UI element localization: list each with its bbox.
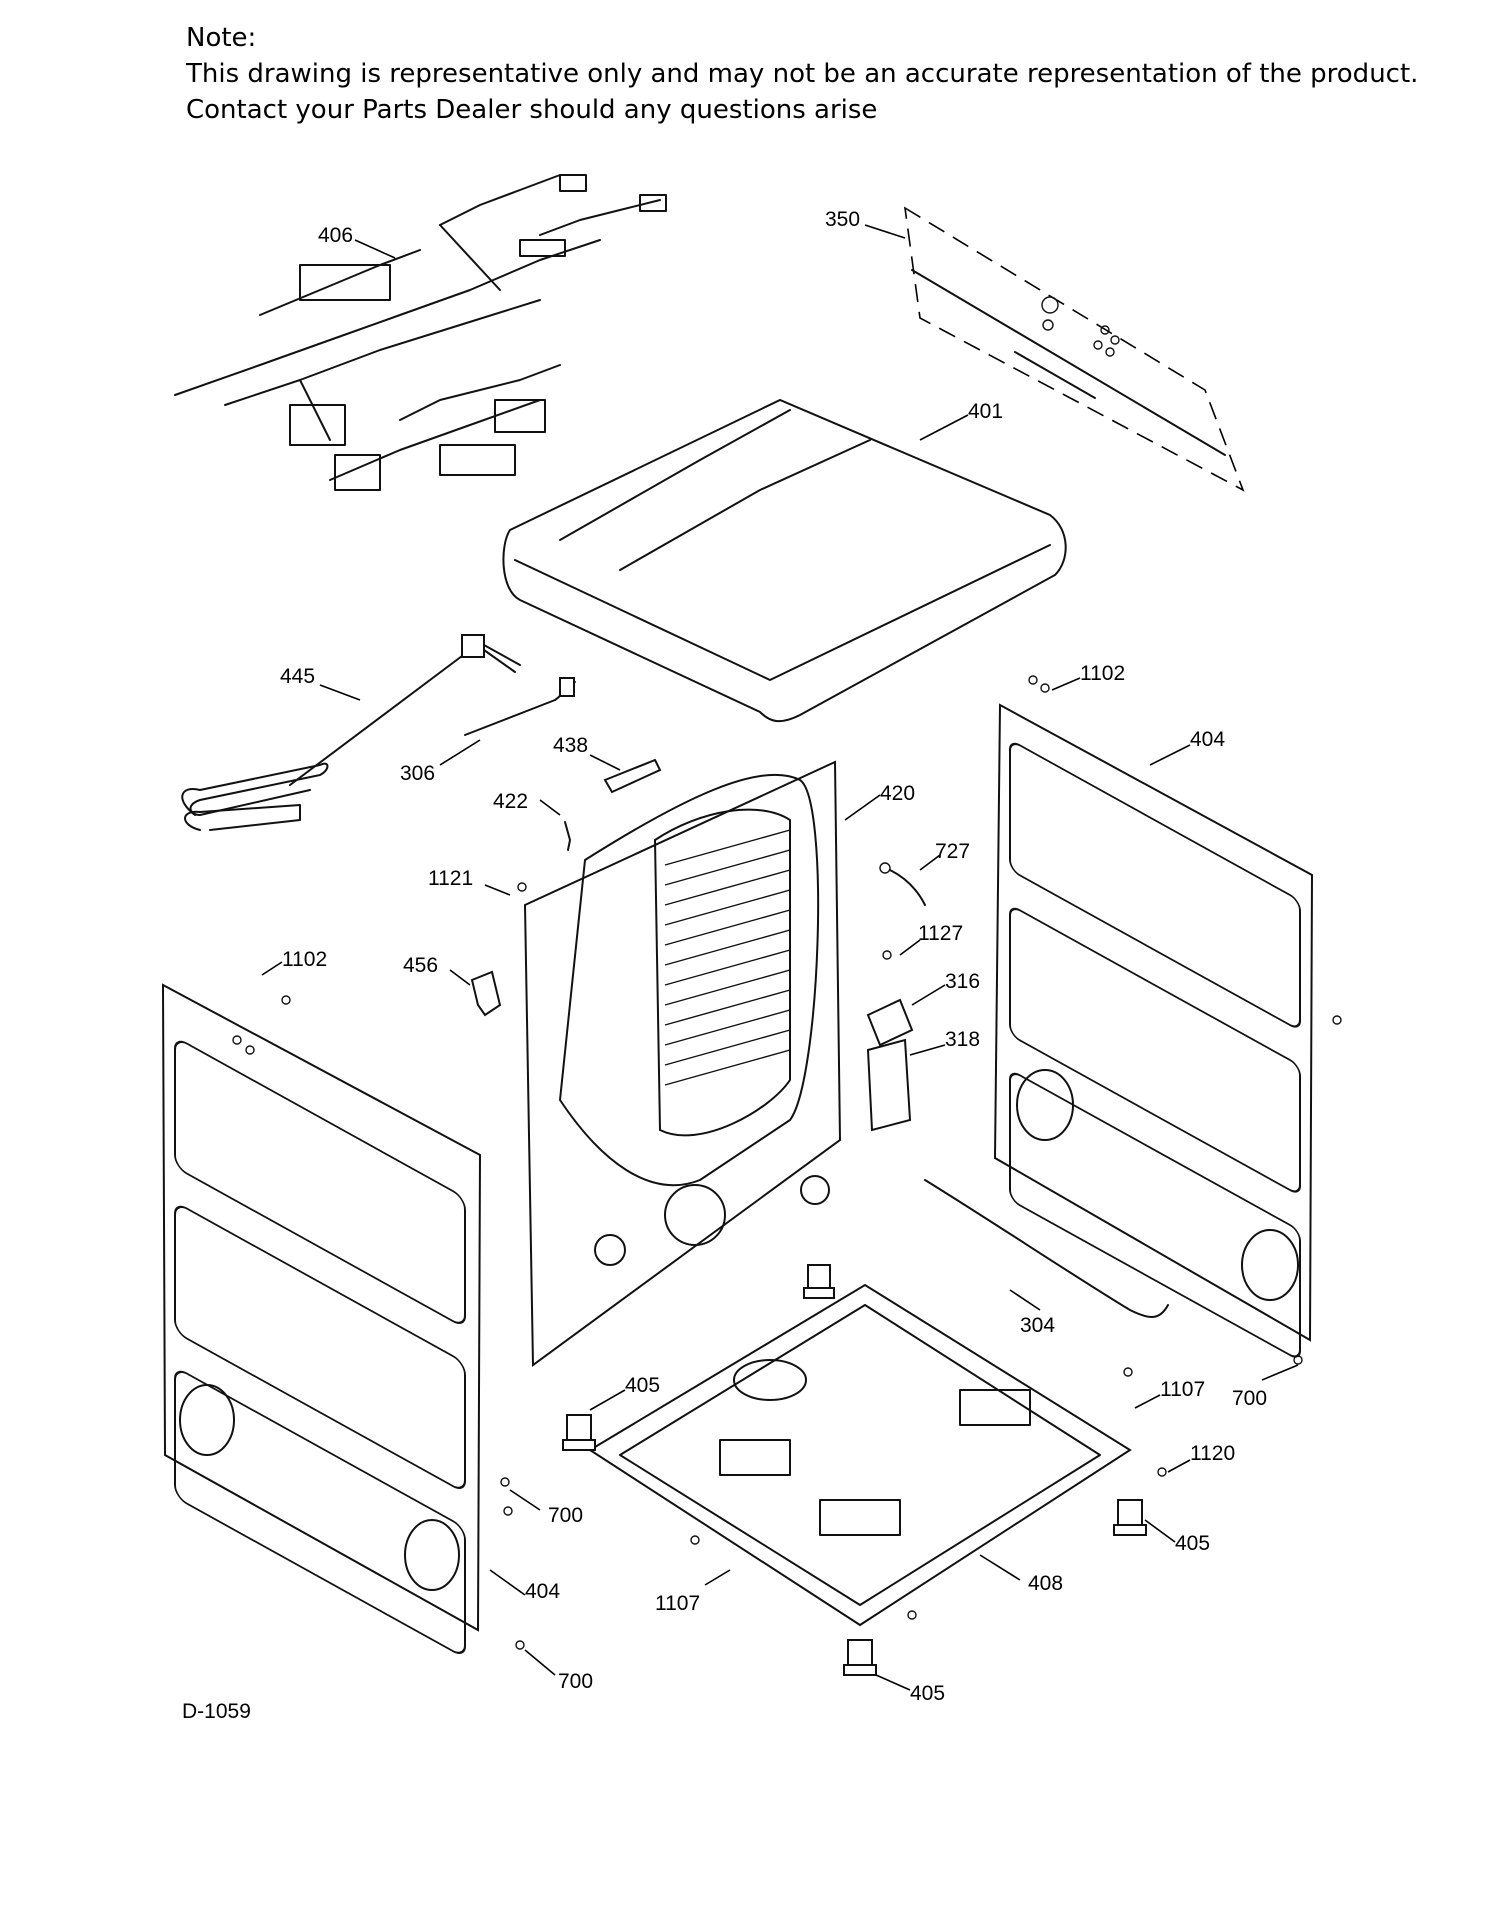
callout-700-bottom: 700 xyxy=(558,1670,593,1693)
callout-422: 422 xyxy=(493,790,528,813)
disclaimer-note: Note: This drawing is representative onl… xyxy=(186,20,1466,128)
callout-438: 438 xyxy=(553,734,588,757)
hose-part xyxy=(924,1179,1169,1318)
callout-456: 456 xyxy=(403,954,438,977)
callout-1107-left: 1107 xyxy=(655,1592,700,1615)
callout-350: 350 xyxy=(825,208,860,231)
callout-406: 406 xyxy=(318,224,353,247)
note-line-1: This drawing is representative only and … xyxy=(186,59,1419,89)
callout-700-right: 700 xyxy=(1232,1387,1267,1410)
hardware-kit-part xyxy=(903,206,1245,492)
note-line-2: Contact your Parts Dealer should any que… xyxy=(186,95,878,125)
callout-727: 727 xyxy=(935,840,970,863)
callout-405-left: 405 xyxy=(625,1374,660,1397)
callout-306: 306 xyxy=(400,762,435,785)
switch-assembly-part xyxy=(866,1038,912,1132)
callout-318: 318 xyxy=(945,1028,980,1051)
leader-lines xyxy=(261,224,1299,1691)
callout-1107-right: 1107 xyxy=(1160,1378,1205,1401)
bracket-part xyxy=(603,758,662,794)
callout-405-right: 405 xyxy=(1175,1532,1210,1555)
small-bracket-part xyxy=(470,970,502,1017)
callout-420: 420 xyxy=(880,782,915,805)
top-panel-part xyxy=(502,398,1067,723)
callout-445: 445 xyxy=(280,665,315,688)
callout-404-right: 404 xyxy=(1190,728,1225,751)
callout-700-left: 700 xyxy=(548,1504,583,1527)
callout-401: 401 xyxy=(968,400,1003,423)
leveling-leg-part xyxy=(803,1264,835,1299)
callout-316: 316 xyxy=(945,970,980,993)
vent-slats xyxy=(664,829,791,1086)
leveling-leg-part xyxy=(562,1414,596,1451)
callout-1121: 1121 xyxy=(428,867,473,890)
leveling-leg-part xyxy=(1113,1499,1147,1536)
callout-labels: 406 350 401 445 306 438 422 420 1102 404… xyxy=(280,208,1267,1705)
callout-304: 304 xyxy=(1020,1314,1055,1337)
rear-panel-part xyxy=(523,760,842,1367)
left-side-panel-part xyxy=(161,983,482,1654)
callout-404-left: 404 xyxy=(525,1580,560,1603)
sensor-part xyxy=(879,862,926,906)
leveling-leg-part xyxy=(843,1639,877,1676)
wire-harness-part xyxy=(174,174,667,491)
callout-1120: 1120 xyxy=(1190,1442,1235,1465)
callout-1127: 1127 xyxy=(918,922,963,945)
callout-408: 408 xyxy=(1028,1572,1063,1595)
clip-part xyxy=(564,821,571,851)
drawing-code: D-1059 xyxy=(182,1700,251,1723)
callout-405-bottom: 405 xyxy=(910,1682,945,1705)
terminal-block-part xyxy=(866,998,914,1047)
base-pan-part xyxy=(588,1283,1132,1627)
screws xyxy=(232,675,1342,1650)
callout-1102-top: 1102 xyxy=(1080,662,1125,685)
thermistor-part xyxy=(464,677,576,736)
callout-1102-left: 1102 xyxy=(282,948,327,971)
heating-element-part xyxy=(181,634,521,831)
note-heading: Note: xyxy=(186,23,257,53)
right-side-panel-part xyxy=(993,703,1314,1358)
